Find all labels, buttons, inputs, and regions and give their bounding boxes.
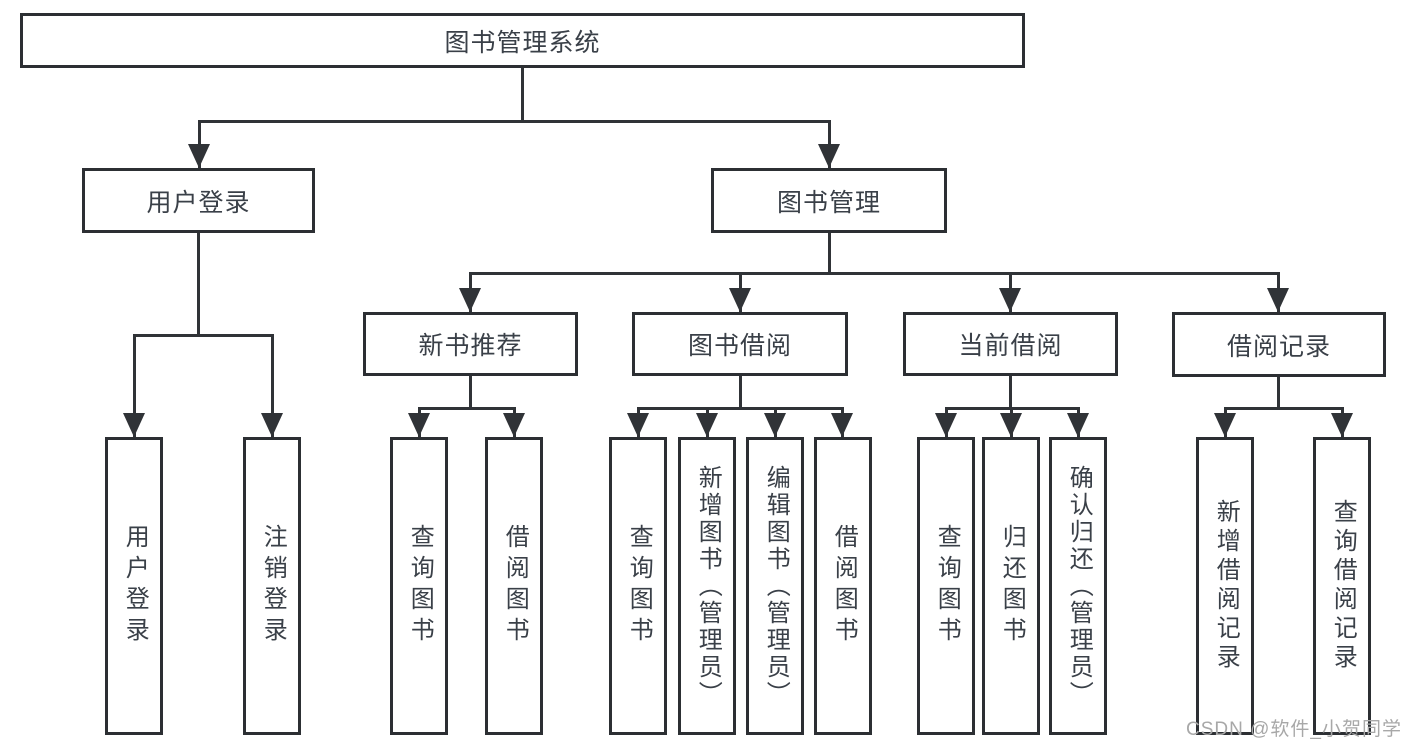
watermark-text: CSDN @软件_小贺同学 [1186,719,1402,740]
connector-line [133,334,273,337]
node-label: 编辑图书（管理员） [762,464,790,708]
connector-line [271,334,274,437]
connector-line [198,120,830,123]
connector-line [1009,376,1012,407]
arrow-down-icon [188,144,210,168]
node-label: 当前借阅 [958,332,1063,360]
connector-line [828,233,831,272]
connector-line [1224,407,1343,410]
arrow-down-icon [1000,413,1022,437]
node-label: 图书管理 [776,188,881,217]
node-label: 图书借阅 [687,332,792,360]
leaf-confirm-return-admin: 确认归还（管理员） [1049,437,1107,735]
node-library-management-system: 图书管理系统 [20,13,1025,68]
node-label: 借阅图书 [501,524,529,648]
arrow-down-icon [503,413,525,437]
arrow-down-icon [459,288,481,312]
node-label: 注销登录 [259,524,287,648]
arrow-down-icon [999,288,1021,312]
leaf-borrow-books-borrowing: 借阅图书 [814,437,872,735]
arrow-down-icon [935,413,957,437]
arrow-down-icon [627,413,649,437]
arrow-down-icon [818,144,840,168]
node-book-borrowing: 图书借阅 [632,312,848,376]
node-label: 查询图书 [933,524,961,648]
arrow-down-icon [1214,413,1236,437]
arrow-down-icon [408,413,430,437]
connector-line [133,334,136,437]
leaf-query-books-current: 查询图书 [917,437,975,735]
node-label: 借阅记录 [1226,332,1331,361]
connector-line [1277,377,1280,407]
connector-line [469,376,472,407]
connector-line [418,407,516,410]
connector-line [739,376,742,407]
node-user-login: 用户登录 [82,168,315,233]
leaf-query-borrow-record: 查询借阅记录 [1313,437,1371,735]
leaf-add-borrow-record: 新增借阅记录 [1196,437,1254,735]
node-borrowing-records: 借阅记录 [1172,312,1386,377]
leaf-logout: 注销登录 [243,437,301,735]
leaf-add-book-admin: 新增图书（管理员） [678,437,736,735]
arrow-down-icon [1067,413,1089,437]
leaf-user-login: 用户登录 [105,437,163,735]
arrow-down-icon [123,413,145,437]
connector-line [469,272,1279,275]
arrow-down-icon [764,413,786,437]
node-label: 用户登录 [146,188,251,217]
arrow-down-icon [1331,413,1353,437]
arrow-down-icon [696,413,718,437]
node-label: 新增图书（管理员） [694,464,722,708]
leaf-query-books-borrowing: 查询图书 [609,437,667,735]
node-current-borrowing: 当前借阅 [903,312,1118,376]
node-label: 归还图书 [998,524,1026,648]
leaf-query-books-recommend: 查询图书 [390,437,448,735]
node-book-management: 图书管理 [711,168,947,233]
leaf-return-books: 归还图书 [982,437,1040,735]
node-label: 确认归还（管理员） [1065,464,1093,708]
node-label: 新增借阅记录 [1212,499,1240,673]
connector-line [197,233,200,334]
connector-line [637,407,843,410]
connector-line [521,68,524,120]
leaf-borrow-books-recommend: 借阅图书 [485,437,543,735]
arrow-down-icon [831,413,853,437]
node-label: 用户登录 [121,524,149,648]
arrow-down-icon [729,288,751,312]
node-label: 图书管理系统 [444,28,601,57]
node-label: 查询图书 [625,524,653,648]
node-label: 借阅图书 [830,524,858,648]
arrow-down-icon [261,413,283,437]
node-label: 查询图书 [406,524,434,648]
leaf-edit-book-admin: 编辑图书（管理员） [746,437,804,735]
node-label: 新书推荐 [418,332,523,360]
node-label: 查询借阅记录 [1329,499,1357,673]
arrow-down-icon [1267,288,1289,312]
node-new-book-recommendation: 新书推荐 [363,312,578,376]
